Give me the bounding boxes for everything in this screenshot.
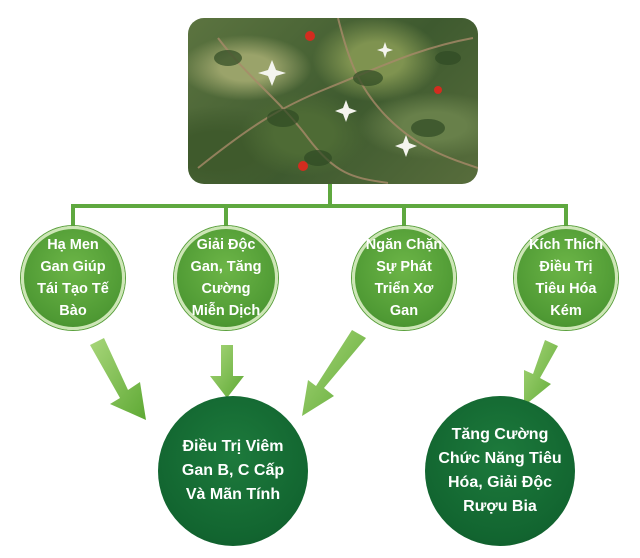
result-label: Điều Trị Viêm Gan B, C Cấp Và Mãn Tính [181, 438, 285, 503]
arrow-1 [90, 338, 146, 420]
benefit-circle-detox: Giải Độc Gan, Tăng Cường Miễn Dịch [174, 226, 278, 330]
benefit-label: Kích Thích Điều Trị Tiêu Hóa Kém [528, 237, 604, 319]
arrow-2 [210, 345, 244, 398]
benefit-circle-digestion: Kích Thích Điều Trị Tiêu Hóa Kém [514, 226, 618, 330]
benefit-label: Ngăn Chặn Sự Phát Triển Xơ Gan [365, 237, 443, 319]
benefit-label: Giải Độc Gan, Tăng Cường Miễn Dịch [190, 237, 262, 319]
result-label: Tăng Cường Chức Năng Tiêu Hóa, Giải Độc … [438, 426, 562, 515]
benefit-label: Hạ Men Gan Giúp Tái Tạo Tế Bào [37, 237, 109, 319]
arrow-4 [524, 340, 558, 406]
result-circle-hepatitis: Điều Trị Viêm Gan B, C Cấp Và Mãn Tính [158, 396, 308, 546]
benefit-circle-cirrhosis: Ngăn Chặn Sự Phát Triển Xơ Gan [352, 226, 456, 330]
benefit-circle-liver-enzyme: Hạ Men Gan Giúp Tái Tạo Tế Bào [21, 226, 125, 330]
result-circle-digestive-detox: Tăng Cường Chức Năng Tiêu Hóa, Giải Độc … [425, 396, 575, 546]
herb-plant-photo [188, 18, 478, 184]
arrow-3 [302, 330, 366, 416]
